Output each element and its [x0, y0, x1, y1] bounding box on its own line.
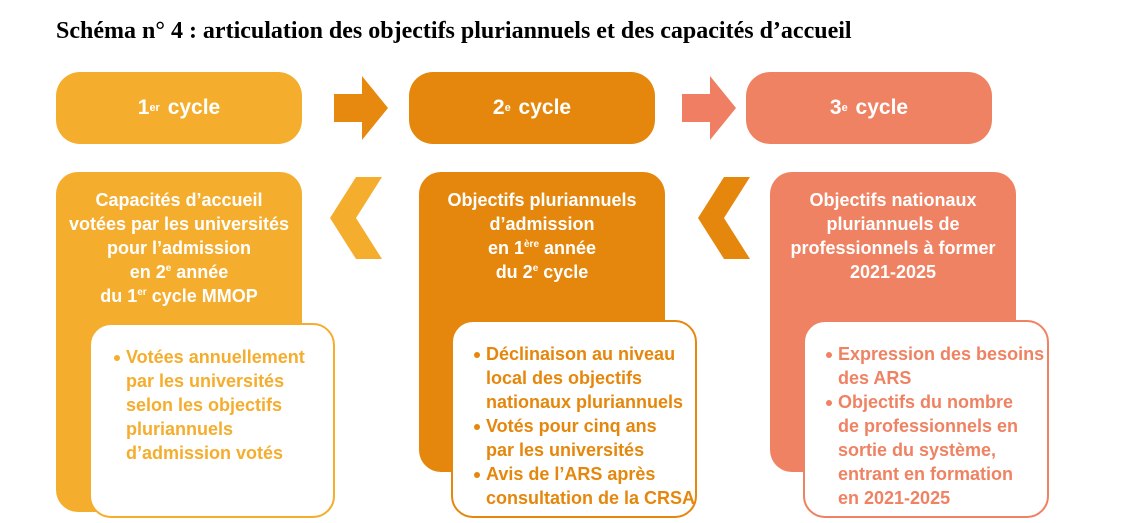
cycle-1-number: 1	[137, 96, 150, 119]
cycle-2-suffix: e	[504, 102, 511, 114]
list-item: Déclinaison au niveau local des objectif…	[473, 342, 695, 414]
list-item: Objectifs du nombre de professionnels en…	[825, 390, 1047, 510]
arrow-right-icon	[334, 76, 388, 140]
chevron-left-icon	[698, 177, 750, 259]
list-item: Avis de l’ARS après consultation de la C…	[473, 462, 695, 510]
cycle-3-suffix: e	[841, 102, 848, 114]
column-2-heading: Objectifs pluriannuels d’admission en 1è…	[447, 190, 637, 282]
column-2-details: Déclinaison au niveau local des objectif…	[451, 320, 697, 518]
chevron-left-icon	[330, 177, 382, 259]
column-1-details: Votées annuellement par les universités …	[89, 323, 335, 518]
cycle-1-suffix: er	[149, 102, 160, 114]
list-item: Votées annuellement par les universités …	[113, 345, 333, 465]
cycle-3-number: 3	[829, 96, 842, 119]
column-1-heading: Capacités d’accueil votées par les unive…	[68, 190, 290, 306]
arrow-right-icon	[682, 76, 736, 140]
list-item: Expression des besoins des ARS	[825, 342, 1047, 390]
list-item: Votés pour cinq ans par les universités	[473, 414, 695, 462]
column-3-heading: Objectifs nationaux pluriannuels de prof…	[790, 190, 996, 282]
cycle-3-word: cycle	[855, 96, 909, 119]
cycle-2-number: 2	[492, 96, 505, 119]
cycle-1-word: cycle	[167, 96, 221, 119]
column-3-details: Expression des besoins des ARS Objectifs…	[803, 320, 1049, 518]
diagram-title: Schéma n° 4 : articulation des objectifs…	[56, 18, 852, 44]
cycle-2-word: cycle	[518, 96, 572, 119]
